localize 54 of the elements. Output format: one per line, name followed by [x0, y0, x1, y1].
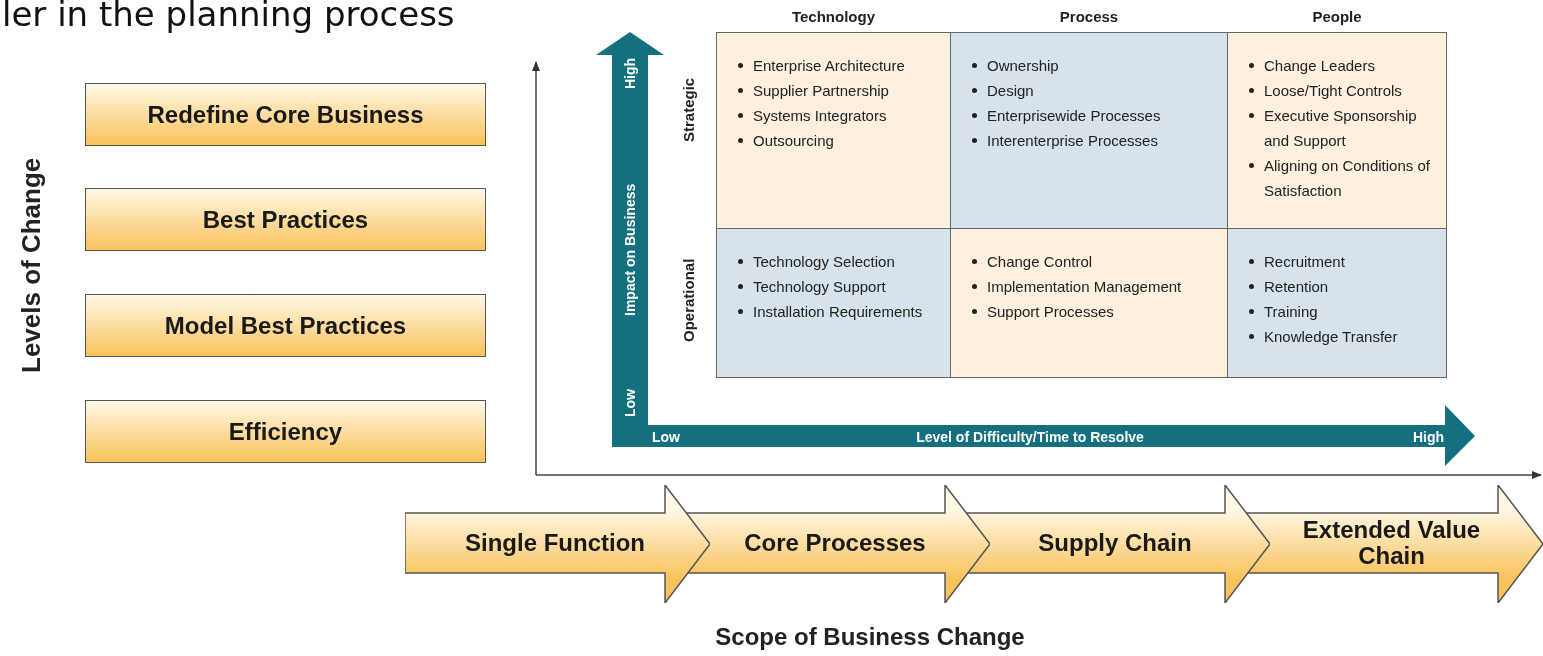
matrix-cell: [950, 32, 1228, 229]
list-item: Implementation Management: [967, 274, 1182, 299]
column-header: Technology: [790, 6, 877, 27]
row-header: Strategic: [678, 76, 698, 145]
list-item: Interenterprise Processes: [967, 128, 1158, 153]
step-label: Supply Chain: [1037, 528, 1193, 558]
list-item: Aligning on Conditions of Satisfaction: [1244, 153, 1436, 203]
axis-end-label: High: [621, 56, 639, 91]
column-header: People: [1311, 6, 1363, 27]
list-item: Enterprise Architecture: [733, 53, 905, 78]
axis-title: Impact on Business: [621, 182, 639, 319]
stage-box: [685, 485, 990, 603]
list-item: Supplier Partnership: [733, 78, 889, 103]
level-box: Best Practices: [85, 188, 486, 251]
list-item: Enterprisewide Processes: [967, 103, 1161, 128]
list-item: Training: [1244, 299, 1318, 324]
list-item: Technology Selection: [733, 249, 895, 274]
level-box: Redefine Core Business: [85, 83, 486, 146]
stage-box: [405, 485, 710, 603]
list-item: Ownership: [967, 53, 1059, 78]
row-header: Operational: [678, 257, 698, 344]
title: ler in the planning process: [2, 0, 455, 34]
matrix-cell: [716, 228, 951, 378]
matrix-cell: [950, 228, 1228, 378]
step-label: Single Function: [464, 528, 646, 558]
matrix-cell: [1227, 228, 1447, 378]
list-item: Knowledge Transfer: [1244, 324, 1398, 349]
list-item: Loose/Tight Controls: [1244, 78, 1402, 103]
list-item: Technology Support: [733, 274, 886, 299]
list-item: Change Control: [967, 249, 1093, 274]
stage-box: [965, 485, 1270, 603]
axis-title: Level of Difficulty/Time to Resolve: [915, 428, 1145, 446]
list-item: Recruitment: [1244, 249, 1345, 274]
list-item: Design: [967, 78, 1034, 103]
matrix-cell: [716, 32, 951, 229]
step-label: Core Processes: [743, 528, 927, 558]
level-box: Efficiency: [85, 400, 486, 463]
axis-end-label: High: [1411, 428, 1444, 446]
stage-box: [1245, 485, 1543, 603]
step-label: Extended Value Chain: [1301, 515, 1482, 571]
axis-title: Levels of Change: [14, 156, 47, 375]
matrix-cell: [1227, 32, 1447, 229]
list-item: Installation Requirements: [733, 299, 923, 324]
axis-title: Scope of Business Change: [714, 622, 1026, 652]
axis-end-label: Low: [652, 428, 681, 446]
list-item: Change Leaders: [1244, 53, 1375, 78]
list-item: Retention: [1244, 274, 1329, 299]
axis-end-label: Low: [621, 388, 639, 419]
list-item: Outsourcing: [733, 128, 834, 153]
column-header: Process: [1058, 6, 1120, 27]
list-item: Executive Sponsorship and Support: [1244, 103, 1436, 153]
level-box: Model Best Practices: [85, 294, 486, 357]
list-item: Systems Integrators: [733, 103, 887, 128]
list-item: Support Processes: [967, 299, 1114, 324]
